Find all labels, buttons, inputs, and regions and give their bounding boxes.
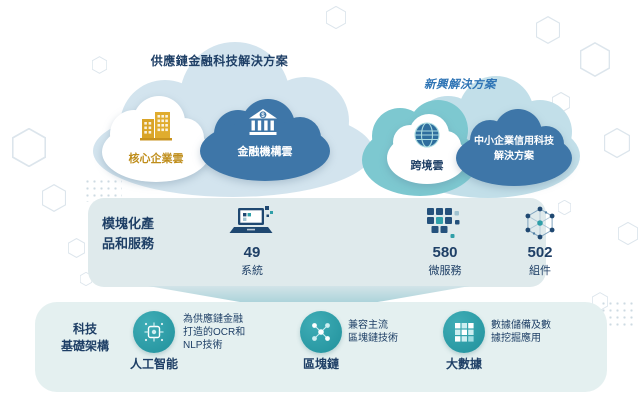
hexagon-decoration	[536, 16, 560, 44]
ai-chip-icon	[133, 311, 175, 353]
blockchain-desc-line1: 兼容主流	[348, 320, 388, 331]
infrastructure-band: 科技 基礎架構 為供應鏈金融 打造的OCR和 NLP技術 人工智能	[35, 302, 607, 392]
bigdata-description: 數據儲備及數 據挖掘應用	[491, 319, 591, 345]
hexagon-decoration	[604, 128, 630, 158]
emerging-solutions-title: 新興解決方案	[424, 79, 496, 91]
supply-chain-title: 供應鏈金融科技解決方案	[150, 54, 289, 68]
hexagon-decoration	[618, 222, 638, 245]
modular-band-label-line2: 品和服務	[102, 236, 155, 251]
hexagon-decoration	[580, 42, 610, 77]
sme-credit-label-line2: 解決方案	[494, 151, 534, 162]
blockchain-nodes-icon	[300, 311, 342, 353]
hexagon-decoration	[42, 184, 66, 212]
financial-institution-label: 金融機構雲	[237, 146, 293, 158]
systems-label: 系統	[241, 265, 263, 277]
modular-products-band: 模塊化產 品和服務 49 系統	[88, 198, 555, 287]
core-enterprise-label: 核心企業雲	[128, 153, 184, 165]
blockchain-description: 兼容主流 區塊鏈技術	[348, 319, 434, 345]
financial-institution-cloud	[200, 99, 330, 181]
infrastructure-label-line2: 基礎架構	[60, 339, 109, 353]
stat-components: 502 組件	[508, 204, 572, 284]
bank-icon: $	[249, 109, 277, 135]
microservices-icon	[426, 204, 464, 241]
bigdata-desc-line2: 據挖掘應用	[491, 333, 541, 344]
hexagon-decoration	[12, 128, 46, 167]
blockchain-desc-line2: 區塊鏈技術	[348, 333, 398, 344]
ai-desc-line1: 為供應鏈金融	[183, 314, 243, 325]
modular-band-label: 模塊化產 品和服務	[102, 214, 182, 254]
ai-description: 為供應鏈金融 打造的OCR和 NLP技術	[183, 313, 273, 352]
big-data-grid-icon	[443, 311, 485, 353]
components-network-icon	[521, 204, 559, 241]
sme-credit-cloud	[456, 109, 572, 186]
hexagon-decoration	[326, 6, 346, 29]
components-count: 502	[527, 244, 553, 261]
bigdata-desc-line1: 數據儲備及數	[491, 320, 551, 331]
cross-border-label: 跨境雲	[410, 160, 444, 172]
ai-desc-line3: NLP技術	[183, 340, 223, 351]
bigdata-label: 大數據	[445, 357, 482, 371]
infrastructure-label-line1: 科技	[72, 322, 97, 336]
modular-band-label-line1: 模塊化產	[102, 216, 155, 231]
ai-desc-line2: 打造的OCR和	[183, 327, 246, 338]
microservices-label: 微服務	[428, 265, 462, 277]
building-icon	[140, 112, 172, 141]
stat-systems: 49 系統	[220, 204, 284, 284]
microservices-count: 580	[432, 244, 458, 261]
components-label: 組件	[529, 265, 551, 277]
stat-microservices: 580 微服務	[413, 204, 477, 284]
globe-icon	[414, 122, 440, 148]
blockchain-label: 區塊鏈	[302, 357, 339, 371]
infrastructure-band-label: 科技 基礎架構	[47, 321, 123, 355]
systems-count: 49	[243, 244, 261, 261]
dollar-glyph: $	[261, 112, 265, 119]
hexagon-decoration	[68, 238, 85, 258]
laptop-icon	[229, 204, 275, 241]
ai-label: 人工智能	[129, 357, 178, 371]
sme-credit-label-line1: 中小企業信用科技	[474, 136, 554, 147]
